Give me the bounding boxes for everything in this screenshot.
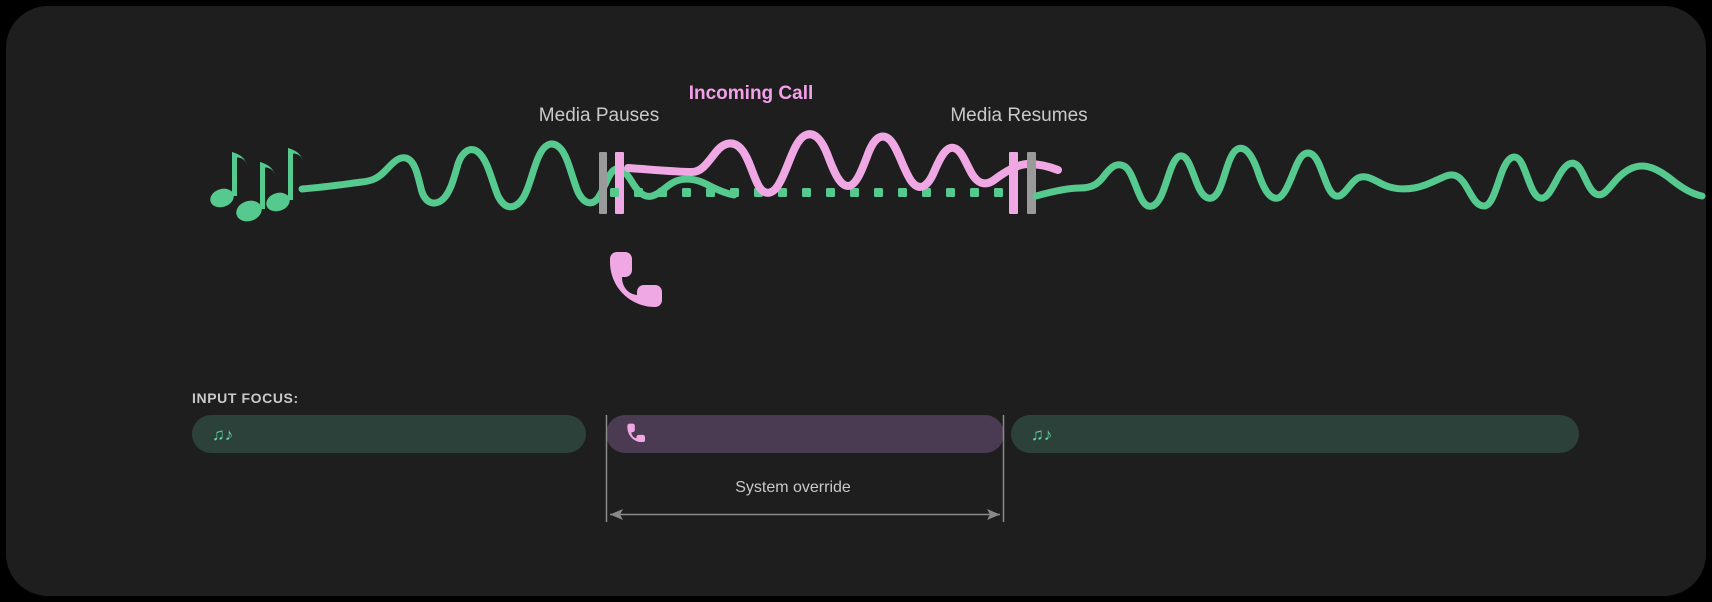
scene-card: Incoming Call Media Pauses Media Resumes… [6, 6, 1706, 596]
phone-handset-icon [610, 252, 662, 307]
phone-handset-icon [626, 423, 645, 445]
system-override-bracket [605, 415, 1005, 522]
waveform-incoming-call [624, 130, 1062, 197]
incoming-call-label: Incoming Call [688, 83, 814, 104]
media-resumes-label: Media Resumes [950, 105, 1088, 126]
focus-bar-call[interactable] [606, 415, 1004, 453]
system-override-caption: System override [735, 479, 851, 496]
paused-media-track [610, 188, 1003, 197]
media-pauses-label: Media Pauses [538, 105, 660, 126]
audio-timeline-graphic [210, 130, 1706, 307]
focus-bar-media-after[interactable]: ♫♪ [1011, 415, 1579, 453]
stage: Incoming Call Media Pauses Media Resumes… [6, 6, 1706, 596]
music-notes-icon: ♫♪ [1031, 424, 1053, 444]
focus-bar-media-before[interactable]: ♫♪ [192, 415, 586, 453]
pause-marker [599, 152, 624, 214]
waveform-media-before [298, 140, 738, 211]
music-notes-icon [210, 148, 303, 222]
waveform-media-after [1032, 144, 1706, 210]
music-notes-icon: ♫♪ [212, 424, 234, 444]
input-focus-heading: INPUT FOCUS: [192, 390, 299, 406]
